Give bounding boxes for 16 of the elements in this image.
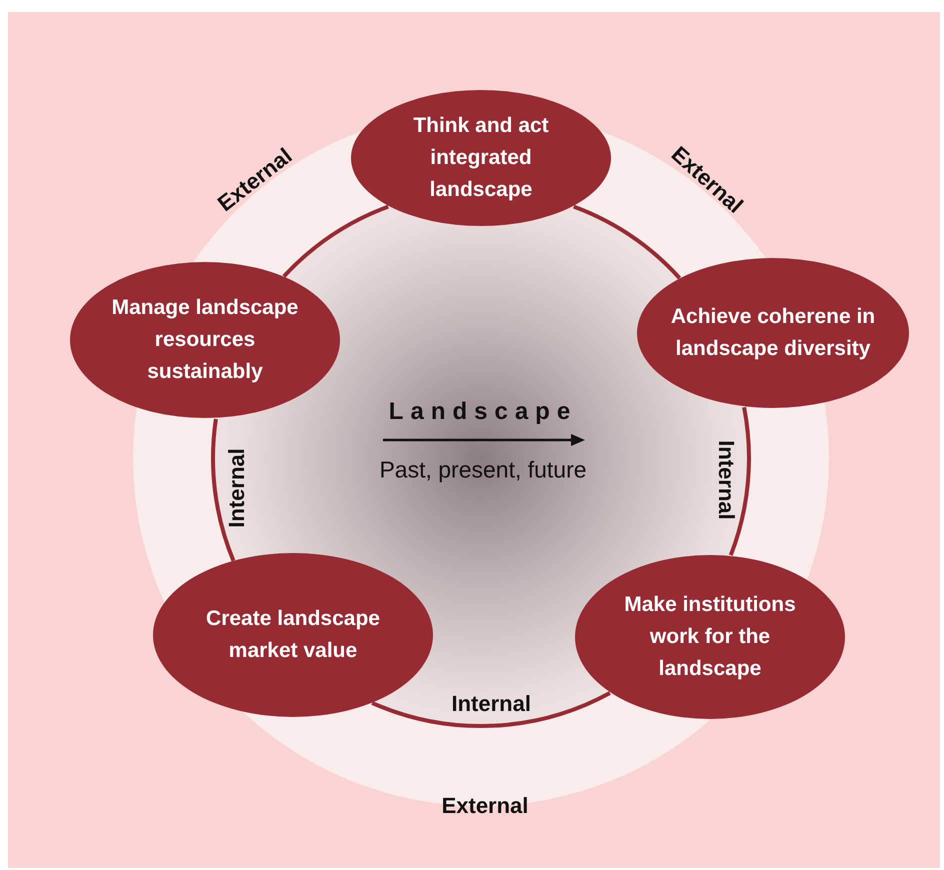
ring-label: External <box>442 793 528 819</box>
node-text: Manage landscape resources sustainably <box>110 295 300 385</box>
edge-label: Internal <box>712 440 739 520</box>
ring-arc <box>728 406 751 556</box>
center-title: Landscape <box>388 398 578 426</box>
ring-arc <box>573 204 681 280</box>
ring-arc <box>211 418 236 562</box>
node-text: Make institutions work for the landscape <box>623 592 797 682</box>
node-text: Achieve coherene in landscape diversity <box>670 304 876 362</box>
ring-arc <box>282 204 389 278</box>
node-text: Think and act integrated landscape <box>412 113 550 203</box>
ring-arc <box>371 691 611 728</box>
center-subtitle: Past, present, future <box>379 456 587 484</box>
edge-label: Internal <box>451 690 531 717</box>
edge-label: Internal <box>224 448 250 528</box>
node-text: Create landscape market value <box>205 606 381 664</box>
